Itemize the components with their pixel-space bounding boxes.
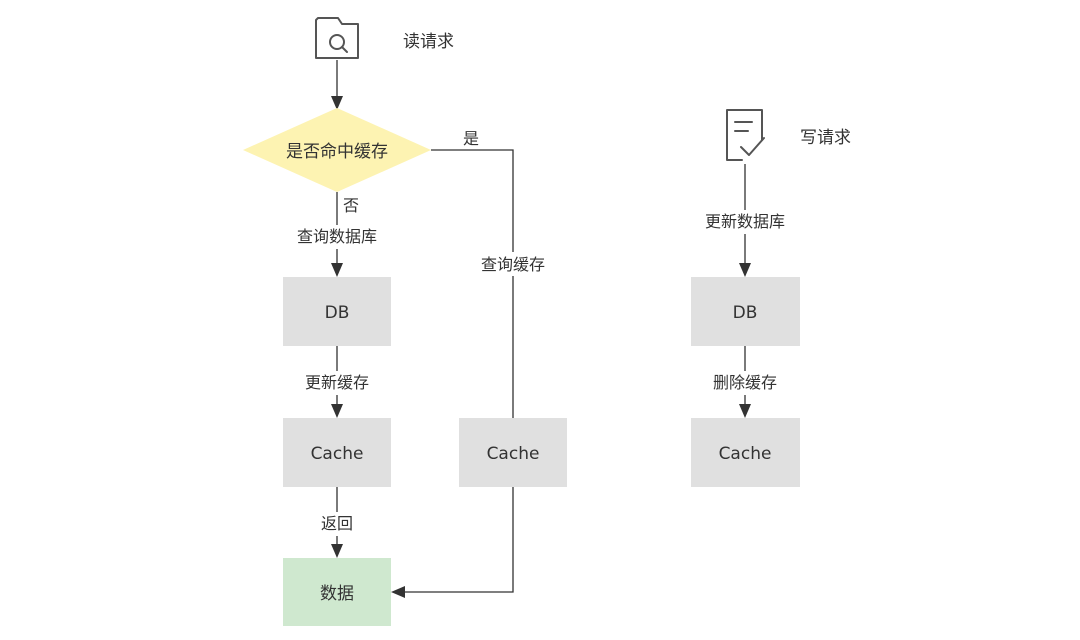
write-db-label: DB [733, 303, 758, 323]
edge-cache-to-data [391, 487, 514, 598]
data-label: 数据 [320, 584, 354, 604]
yes-label: 是 [463, 129, 479, 148]
write-db-box: DB [691, 277, 800, 346]
return-label-bg [314, 512, 360, 536]
read-db-box: DB [283, 277, 391, 346]
edge-yes-query-cache [431, 149, 514, 418]
data-box: 数据 [283, 558, 391, 626]
query-db-label-bg [290, 225, 384, 249]
delete-cache-label-bg [706, 371, 784, 395]
query-cache-label-bg [472, 252, 554, 276]
folder-search-icon [315, 17, 359, 59]
no-label-bg [340, 194, 364, 216]
query-cache-label: 查询缓存 [481, 255, 545, 274]
decision-label: 是否命中缓存 [286, 142, 388, 162]
edge-icon-to-decision [331, 60, 343, 110]
return-label: 返回 [321, 514, 353, 533]
no-label: 否 [343, 196, 359, 215]
write-request-title: 写请求 [800, 128, 851, 148]
update-db-label: 更新数据库 [705, 212, 785, 231]
query-db-label: 查询数据库 [297, 227, 377, 246]
read-cache-box-right: Cache [459, 418, 567, 487]
update-db-label-bg [698, 210, 792, 234]
document-check-icon [726, 109, 765, 161]
read-cache-box-left: Cache [283, 418, 391, 487]
read-db-label: DB [325, 303, 350, 323]
write-cache-label: Cache [719, 444, 772, 464]
read-request-title: 读请求 [403, 32, 454, 52]
read-cache-left-label: Cache [311, 444, 364, 464]
update-cache-label-bg [298, 371, 378, 395]
read-cache-right-label: Cache [487, 444, 540, 464]
write-cache-box: Cache [691, 418, 800, 487]
cache-hit-decision: 是否命中缓存 [243, 108, 431, 192]
delete-cache-label: 删除缓存 [713, 373, 777, 392]
update-cache-label: 更新缓存 [305, 373, 369, 392]
